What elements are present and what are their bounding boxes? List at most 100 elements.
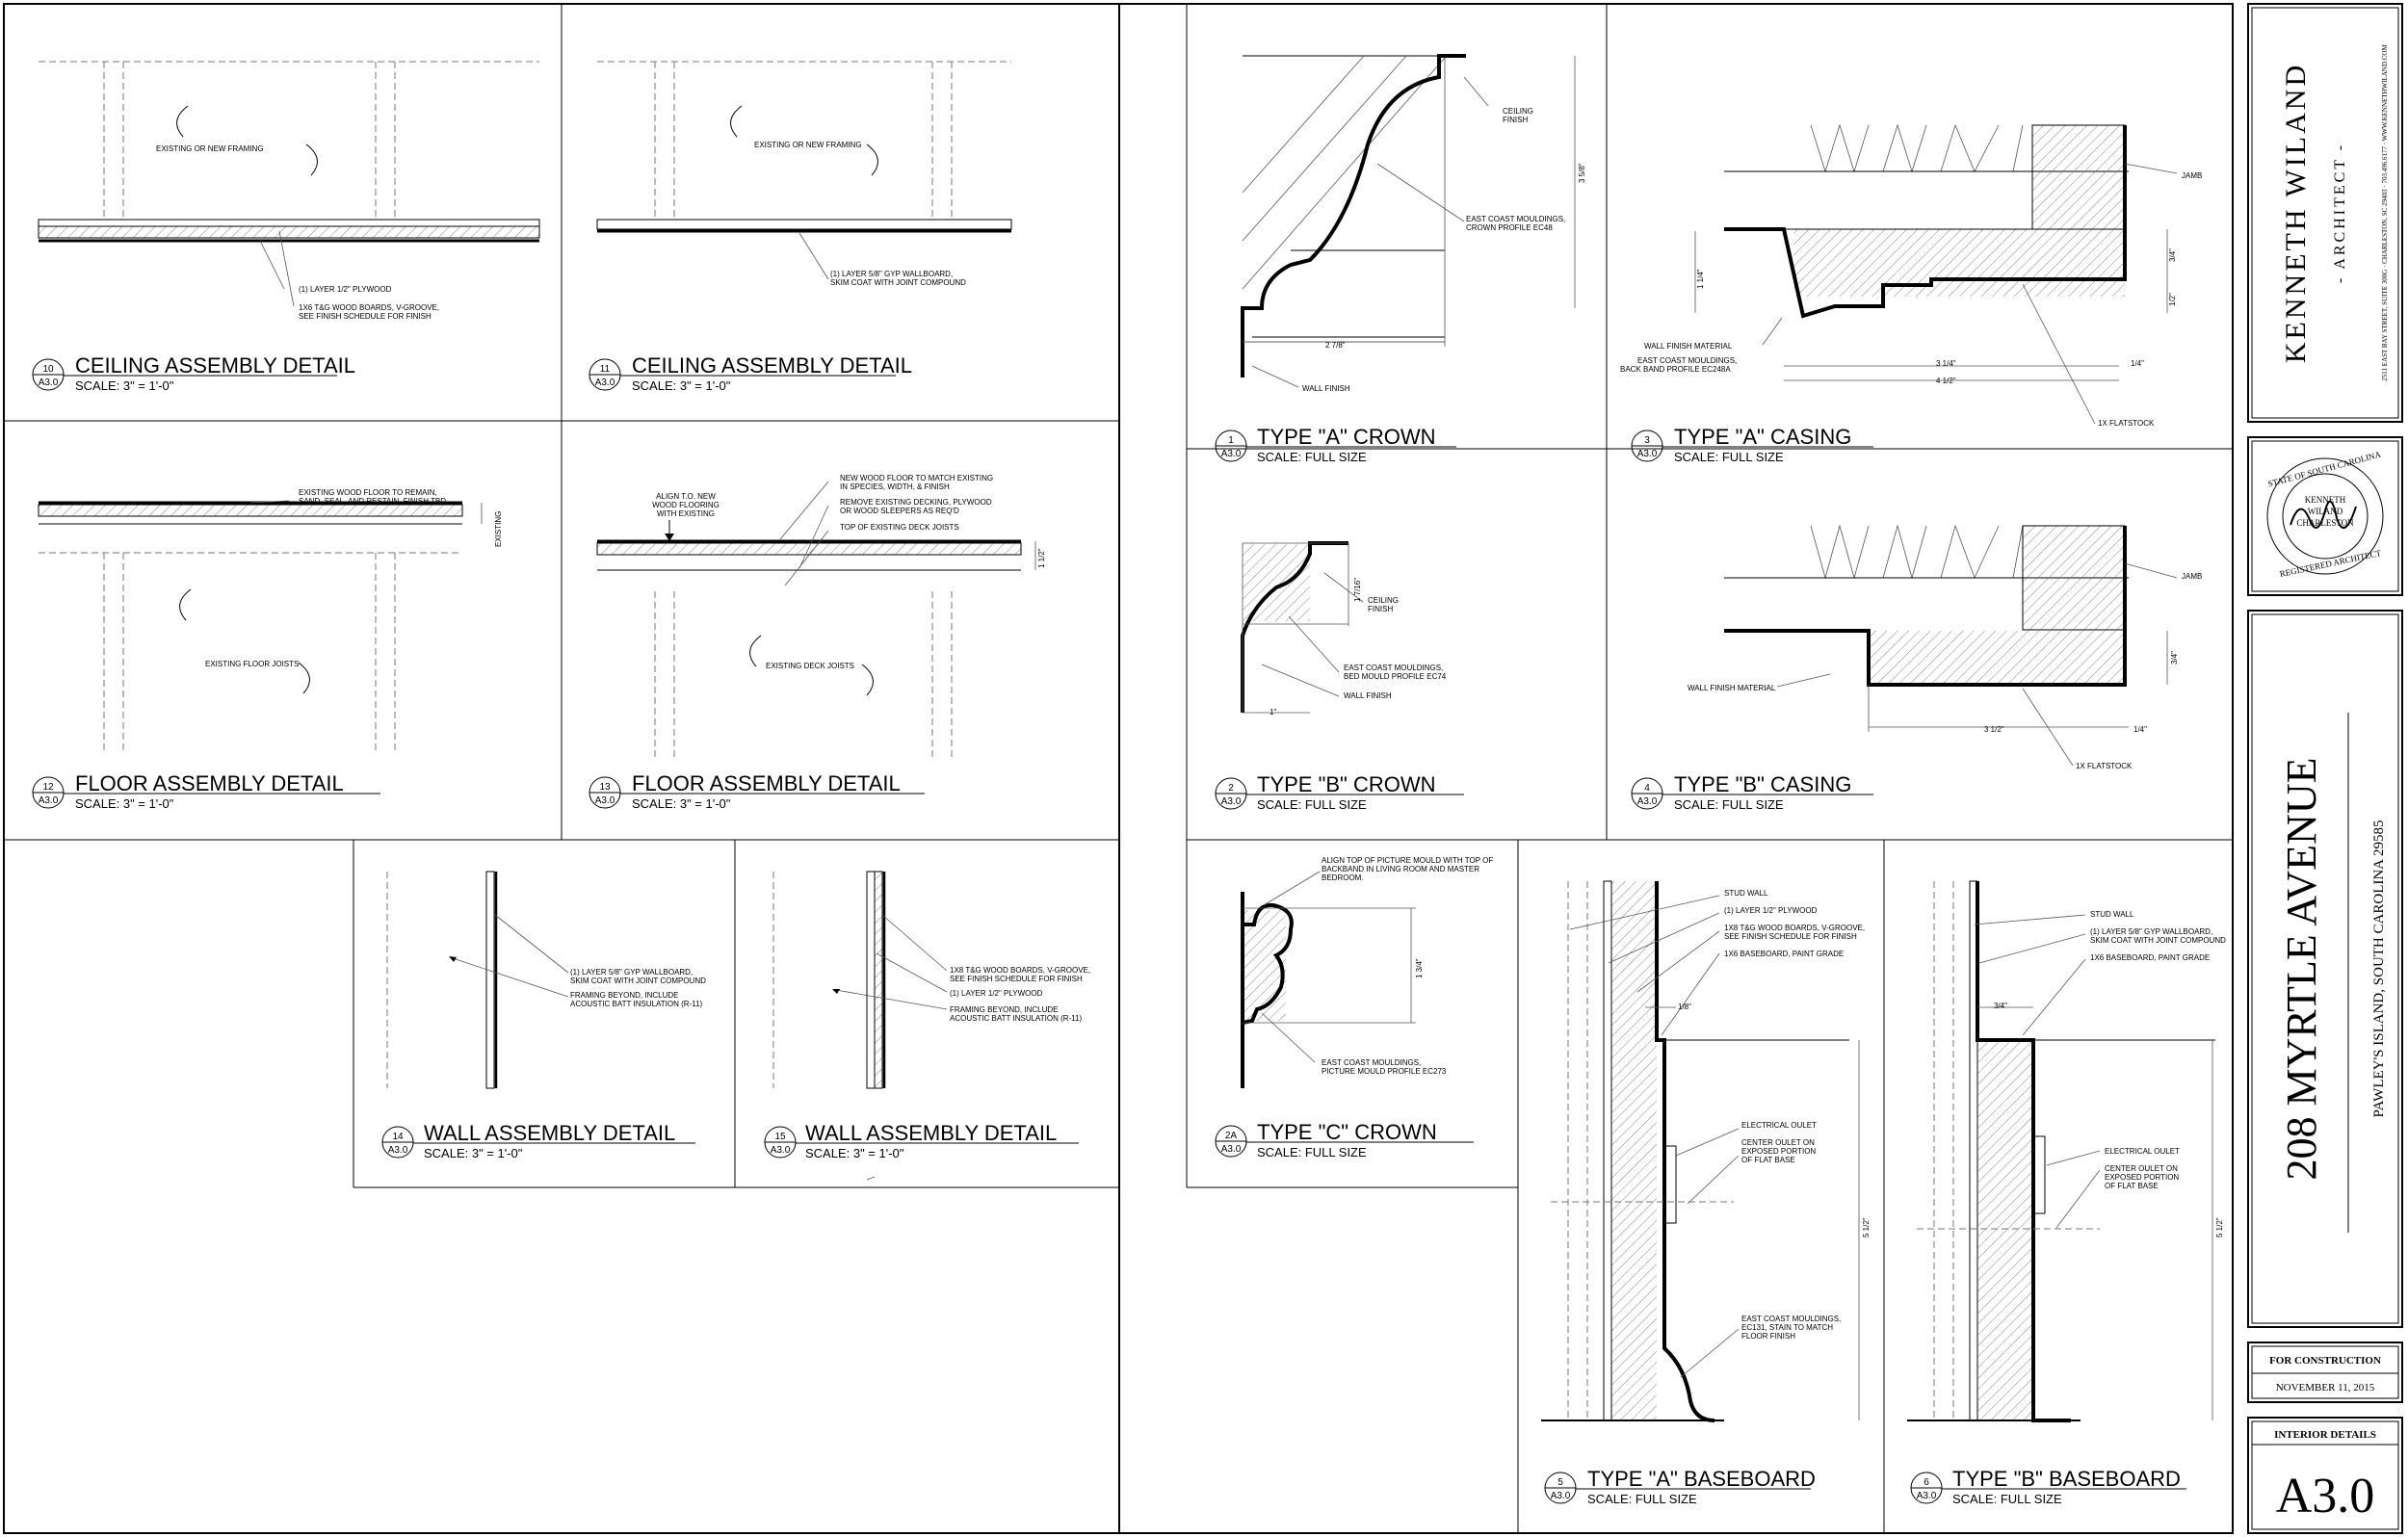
detail-callout: 2 A3.0 TYPE "B" CROWN SCALE: FULL SIZE xyxy=(1215,772,1464,812)
detail-title: FLOOR ASSEMBLY DETAIL xyxy=(75,771,344,795)
svg-text:A3.0: A3.0 xyxy=(1221,796,1242,807)
note: STUD WALL xyxy=(2090,910,2134,919)
dimension: 1" xyxy=(1269,708,1276,716)
title-block: KENNETH WILAND - ARCHITECT - 2511 EAST B… xyxy=(2247,3,2403,1534)
note: PICTURE MOULD PROFILE EC273 xyxy=(1322,1067,1447,1076)
detail-scale: SCALE: FULL SIZE xyxy=(1587,1492,1697,1506)
svg-text:A3.0: A3.0 xyxy=(1637,449,1658,459)
note: FINISH xyxy=(1503,116,1528,124)
firm-subtitle: - ARCHITECT - xyxy=(2332,143,2348,283)
dimension: 3/4" xyxy=(2168,248,2177,262)
detail-callout: 2A A3.0 TYPE "C" CROWN SCALE: FULL SIZE xyxy=(1215,1120,1474,1159)
svg-text:A3.0: A3.0 xyxy=(39,795,59,806)
dimension: 1/8" xyxy=(1678,1003,1691,1011)
note: SEE FINISH SCHEDULE FOR FINISH xyxy=(1724,932,1857,941)
detail-scale: SCALE: FULL SIZE xyxy=(1674,450,1784,464)
detail-title: TYPE "A" BASEBOARD xyxy=(1587,1467,1816,1491)
detail-callout: 10 A3.0 CEILING ASSEMBLY DETAIL SCALE: 3… xyxy=(32,353,355,393)
detail-scale: SCALE: 3" = 1'-0" xyxy=(75,378,174,393)
dimension: 1/4" xyxy=(2131,359,2144,368)
detail-scale: SCALE: 3" = 1'-0" xyxy=(424,1146,523,1160)
detail-callout: 14 A3.0 WALL ASSEMBLY DETAIL SCALE: 3" =… xyxy=(381,1121,695,1160)
note: EAST COAST MOULDINGS, xyxy=(1466,215,1565,223)
note: STUD WALL xyxy=(1724,889,1768,898)
detail-1-type-a-crown: CEILING FINISH EAST COAST MOULDINGS, CRO… xyxy=(1215,54,1586,464)
dimension: 1 7/16" xyxy=(1353,578,1362,602)
detail-title: CEILING ASSEMBLY DETAIL xyxy=(632,353,912,378)
note: JAMB xyxy=(2182,572,2202,581)
detail-title: CEILING ASSEMBLY DETAIL xyxy=(75,353,355,378)
detail-scale: SCALE: 3" = 1'-0" xyxy=(632,378,731,393)
svg-text:10: 10 xyxy=(42,364,54,375)
note: SEE FINISH SCHEDULE FOR FINISH xyxy=(299,312,432,321)
note: BACKBAND IN LIVING ROOM AND MASTER xyxy=(1322,865,1479,873)
note: NEW WOOD FLOOR TO MATCH EXISTING xyxy=(840,474,993,482)
svg-text:A3.0: A3.0 xyxy=(595,378,615,388)
note: WITH EXISTING xyxy=(657,509,715,518)
dimension: 3 5/8" xyxy=(1578,163,1586,183)
note: REMOVE EXISTING DECKING, PLYWOOD xyxy=(840,498,992,507)
note: SEE FINISH SCHEDULE FOR FINISH xyxy=(950,975,1083,983)
detail-15-wall-assembly: 1X8 T&G WOOD BOARDS, V-GROOVE, SEE FINIS… xyxy=(764,871,1090,1181)
detail-scale: SCALE: FULL SIZE xyxy=(1257,797,1367,812)
note: SKIM COAT WITH JOINT COMPOUND xyxy=(830,278,966,287)
dimension: 1/2" xyxy=(2168,293,2177,306)
note: (1) LAYER 5/8" GYP WALLBOARD, xyxy=(830,270,953,278)
detail-title: TYPE "A" CROWN xyxy=(1257,425,1436,449)
status-label: FOR CONSTRUCTION xyxy=(2269,1355,2381,1367)
detail-12-floor-assembly: EXISTING WOOD FLOOR TO REMAIN, SAND, SEA… xyxy=(32,488,503,811)
note: IN SPECIES, WIDTH, & FINISH xyxy=(840,482,950,491)
note: WOOD FLOORING xyxy=(652,501,720,509)
svg-text:CHARLESTON: CHARLESTON xyxy=(2296,518,2354,528)
detail-title: FLOOR ASSEMBLY DETAIL xyxy=(632,771,901,795)
svg-text:A3.0: A3.0 xyxy=(39,378,59,388)
note: (1) LAYER 5/8" GYP WALLBOARD, xyxy=(2090,927,2212,936)
note: CEILING xyxy=(1368,596,1399,605)
note: WALL FINISH MATERIAL xyxy=(1644,342,1733,351)
note: SAND, SEAL, AND RESTAIN, FINISH TBD xyxy=(299,497,446,506)
note: FINISH xyxy=(1368,605,1393,613)
project-address: PAWLEY'S ISLAND, SOUTH CAROLINA 29585 xyxy=(2371,821,2387,1118)
dimension: 1 1/2" xyxy=(1037,548,1046,568)
svg-text:4: 4 xyxy=(1644,783,1650,794)
note: CROWN PROFILE EC48 xyxy=(1466,223,1553,232)
note: ALIGN TOP OF PICTURE MOULD WITH TOP OF xyxy=(1322,856,1493,865)
dimension: 1 1/4" xyxy=(1696,269,1705,289)
note: SKIM COAT WITH JOINT COMPOUND xyxy=(2090,936,2226,945)
firm-name: KENNETH WILAND xyxy=(2280,63,2312,363)
note: EXISTING xyxy=(494,511,503,547)
svg-text:14: 14 xyxy=(392,1132,404,1142)
note: FRAMING BEYOND, INCLUDE xyxy=(570,991,678,1000)
note: 1X6 BASEBOARD, PAINT GRADE xyxy=(2090,953,2210,962)
note: ELECTRICAL OULET xyxy=(1741,1121,1817,1130)
svg-text:12: 12 xyxy=(42,782,54,793)
dimension: 1 3/4" xyxy=(1415,958,1424,978)
detail-scale: SCALE: FULL SIZE xyxy=(1952,1492,2062,1506)
note: EXISTING DECK JOISTS xyxy=(766,662,854,670)
detail-scale: SCALE: 3" = 1'-0" xyxy=(75,796,174,811)
detail-scale: SCALE: FULL SIZE xyxy=(1674,797,1784,812)
detail-scale: SCALE: FULL SIZE xyxy=(1257,1145,1367,1159)
detail-callout: 12 A3.0 FLOOR ASSEMBLY DETAIL SCALE: 3" … xyxy=(32,771,380,811)
firm-address: 2511 EAST BAY STREET, SUITE 300G · CHARL… xyxy=(2381,44,2389,381)
svg-text:KENNETH: KENNETH xyxy=(2305,495,2346,505)
svg-text:11: 11 xyxy=(600,364,611,375)
detail-4-type-b-casing: JAMB WALL FINISH MATERIAL 1X FLATSTOCK 3… xyxy=(1631,524,2202,812)
note: WALL FINISH MATERIAL xyxy=(1688,684,1776,692)
svg-text:6: 6 xyxy=(1924,1477,1929,1488)
detail-title: TYPE "B" BASEBOARD xyxy=(1952,1467,2181,1491)
detail-2a-type-c-crown: ALIGN TOP OF PICTURE MOULD WITH TOP OF B… xyxy=(1215,856,1493,1159)
sheet-title: INTERIOR DETAILS xyxy=(2274,1429,2376,1441)
note: EXISTING OR NEW FRAMING xyxy=(754,141,862,149)
note: FLOOR FINISH xyxy=(1741,1332,1795,1341)
svg-text:A3.0: A3.0 xyxy=(1917,1491,1937,1501)
note: JAMB xyxy=(2182,171,2202,180)
note: WALL FINISH xyxy=(1344,691,1392,700)
note: (1) LAYER 5/8" GYP WALLBOARD, xyxy=(570,968,693,977)
detail-10-ceiling-assembly: EXISTING OR NEW FRAMING (1) LAYER 1/2" P… xyxy=(32,61,540,393)
detail-title: WALL ASSEMBLY DETAIL xyxy=(424,1121,675,1145)
note: EXISTING OR NEW FRAMING xyxy=(156,144,264,153)
svg-text:A3.0: A3.0 xyxy=(1551,1491,1571,1501)
detail-callout: 5 A3.0 TYPE "A" BASEBOARD SCALE: FULL SI… xyxy=(1544,1467,1816,1506)
